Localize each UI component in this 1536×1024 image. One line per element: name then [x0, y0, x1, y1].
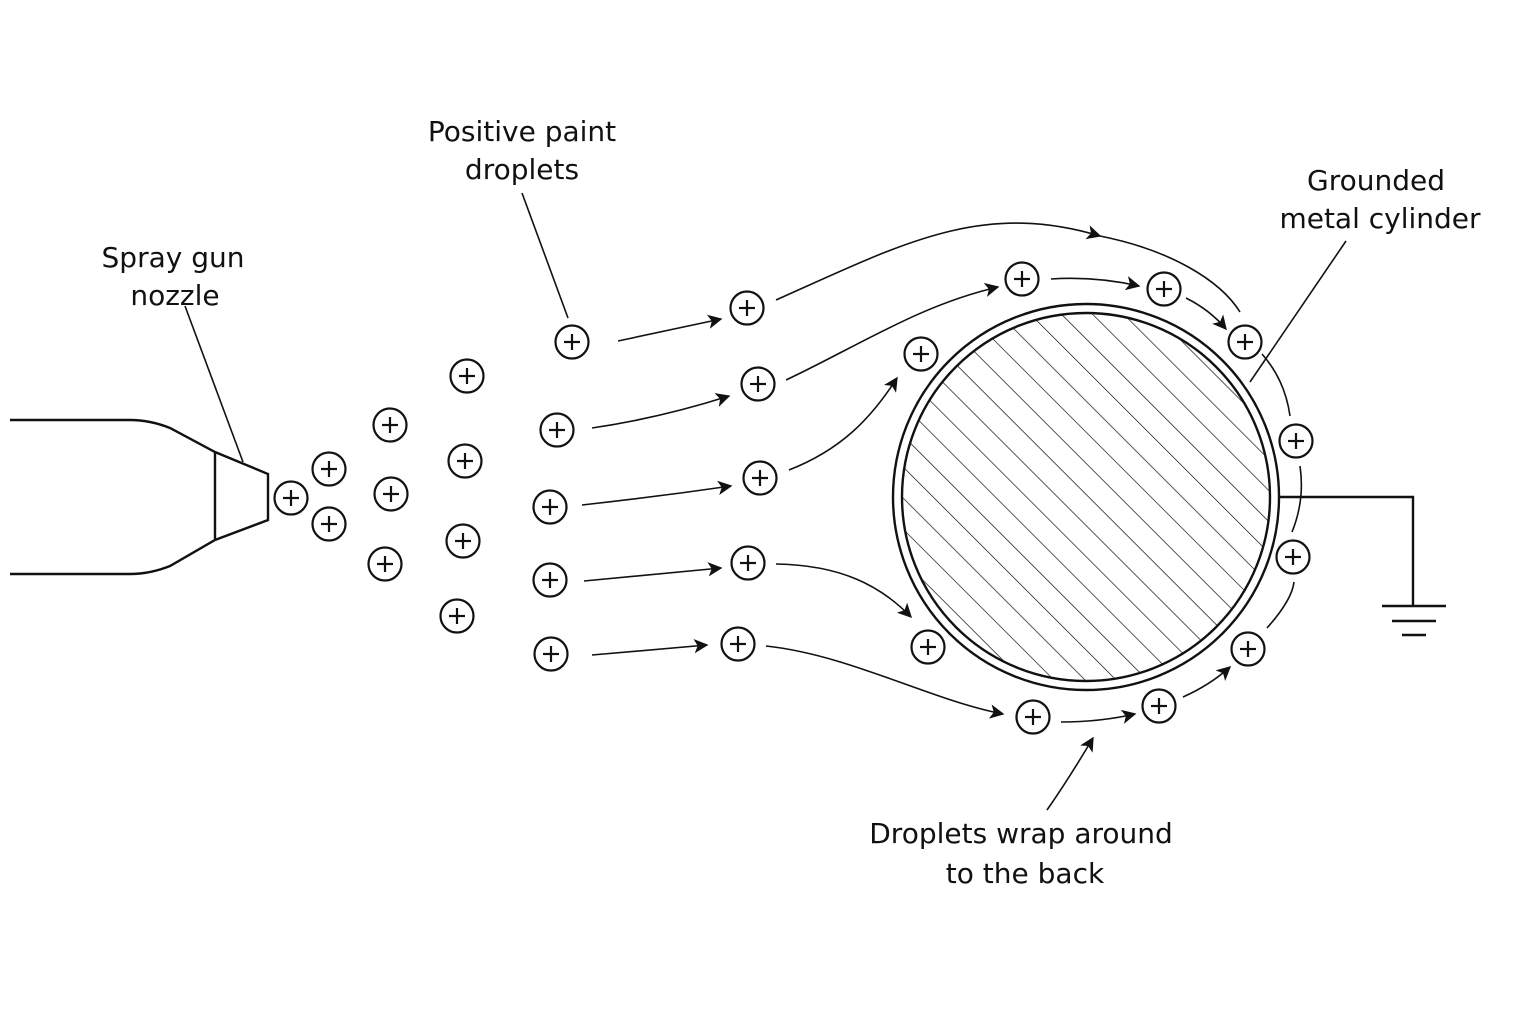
positive-droplet [729, 290, 765, 326]
positive-droplet [533, 636, 569, 672]
positive-droplet [1141, 688, 1177, 724]
positive-droplet [273, 480, 309, 516]
positive-droplet [447, 443, 483, 479]
leader-lines [184, 192, 1347, 811]
label-line: droplets [465, 153, 579, 186]
label-droplets-wrap-around: Droplets wrap around to the back [869, 817, 1173, 890]
positive-droplet [367, 546, 403, 582]
label-spray-gun-nozzle: Spray gun nozzle [102, 241, 245, 312]
positive-droplet [532, 489, 568, 525]
positive-droplet [372, 407, 408, 443]
positive-droplet [910, 629, 946, 665]
label-line: Positive paint [428, 115, 616, 148]
positive-droplet [311, 506, 347, 542]
positive-droplet [373, 476, 409, 512]
positive-droplet [532, 562, 568, 598]
positive-droplet [554, 324, 590, 360]
positive-droplet [1278, 423, 1314, 459]
positive-droplet [740, 366, 776, 402]
spray-gun [10, 418, 270, 576]
positive-droplet [1230, 631, 1266, 667]
positive-droplet [311, 451, 347, 487]
label-line: Spray gun [102, 241, 245, 274]
positive-droplet [1004, 261, 1040, 297]
ground-symbol [1279, 495, 1446, 637]
positive-droplet [439, 598, 475, 634]
positive-droplet [903, 336, 939, 372]
label-line: metal cylinder [1279, 202, 1481, 235]
positive-droplet [742, 460, 778, 496]
label-grounded-metal-cylinder: Grounded metal cylinder [1279, 164, 1481, 235]
label-line: to the back [946, 857, 1105, 890]
positive-droplet [1146, 271, 1182, 307]
positive-droplet [730, 545, 766, 581]
label-line: nozzle [130, 279, 219, 312]
droplets-group [273, 261, 1314, 735]
positive-droplet [539, 412, 575, 448]
positive-droplet [1275, 539, 1311, 575]
label-positive-paint-droplets: Positive paint droplets [428, 115, 616, 186]
droplet-paths [581, 222, 1303, 724]
label-line: Droplets wrap around [869, 817, 1173, 850]
positive-droplet [449, 358, 485, 394]
positive-droplet [720, 626, 756, 662]
positive-droplet [1227, 324, 1263, 360]
positive-droplet [445, 523, 481, 559]
label-line: Grounded [1307, 164, 1445, 197]
grounded-cylinder [891, 302, 1281, 692]
positive-droplet [1015, 699, 1051, 735]
